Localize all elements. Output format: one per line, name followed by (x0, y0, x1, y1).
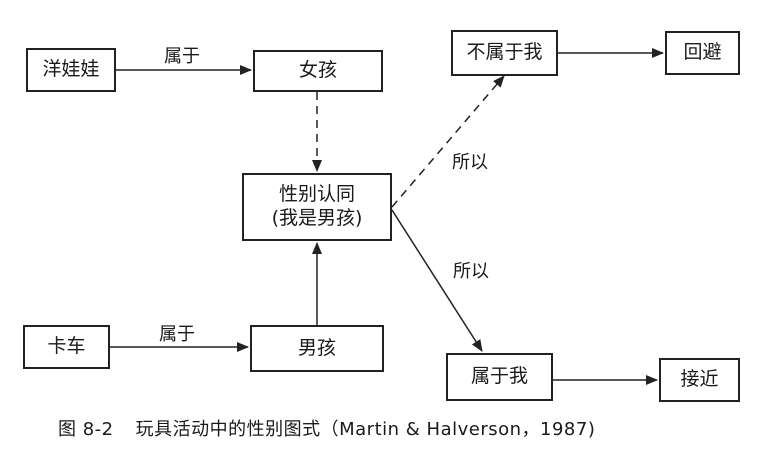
node-mine: 属于我 (446, 353, 553, 401)
arrow-identity-to-mine (391, 209, 483, 352)
node-truck: 卡车 (23, 325, 110, 369)
node-not-mine-label: 不属于我 (466, 41, 543, 64)
node-girl: 女孩 (253, 50, 383, 92)
edge-label-identity-not-mine: 所以 (452, 152, 488, 173)
node-approach: 接近 (659, 358, 740, 402)
node-avoid: 回避 (665, 31, 740, 75)
node-mine-label: 属于我 (470, 365, 528, 388)
node-boy: 男孩 (250, 325, 384, 372)
node-doll: 洋娃娃 (26, 48, 116, 92)
figure-caption-text: 玩具活动中的性别图式（Martin & Halverson，1987) (135, 419, 596, 440)
node-identity-line1: 性别认同 (278, 183, 355, 206)
node-identity-line2: (我是男孩) (271, 207, 363, 229)
edge-label-identity-mine: 所以 (453, 261, 489, 282)
node-avoid-label: 回避 (683, 41, 722, 64)
edge-label-truck-boy: 属于 (159, 324, 195, 345)
node-gender-identity: 性别认同 (我是男孩) (242, 173, 392, 241)
node-girl-label: 女孩 (298, 59, 337, 82)
arrow-identity-to-not-mine (391, 75, 505, 208)
node-not-mine: 不属于我 (451, 30, 558, 76)
edge-label-doll-girl: 属于 (164, 46, 200, 67)
node-doll-label: 洋娃娃 (42, 58, 100, 81)
node-boy-label: 男孩 (297, 336, 336, 359)
figure-number: 图 8-2 (58, 419, 114, 440)
figure-caption: 图 8-2 玩具活动中的性别图式（Martin & Halverson，1987) (58, 415, 595, 441)
node-approach-label: 接近 (680, 368, 719, 391)
node-truck-label: 卡车 (47, 335, 86, 358)
